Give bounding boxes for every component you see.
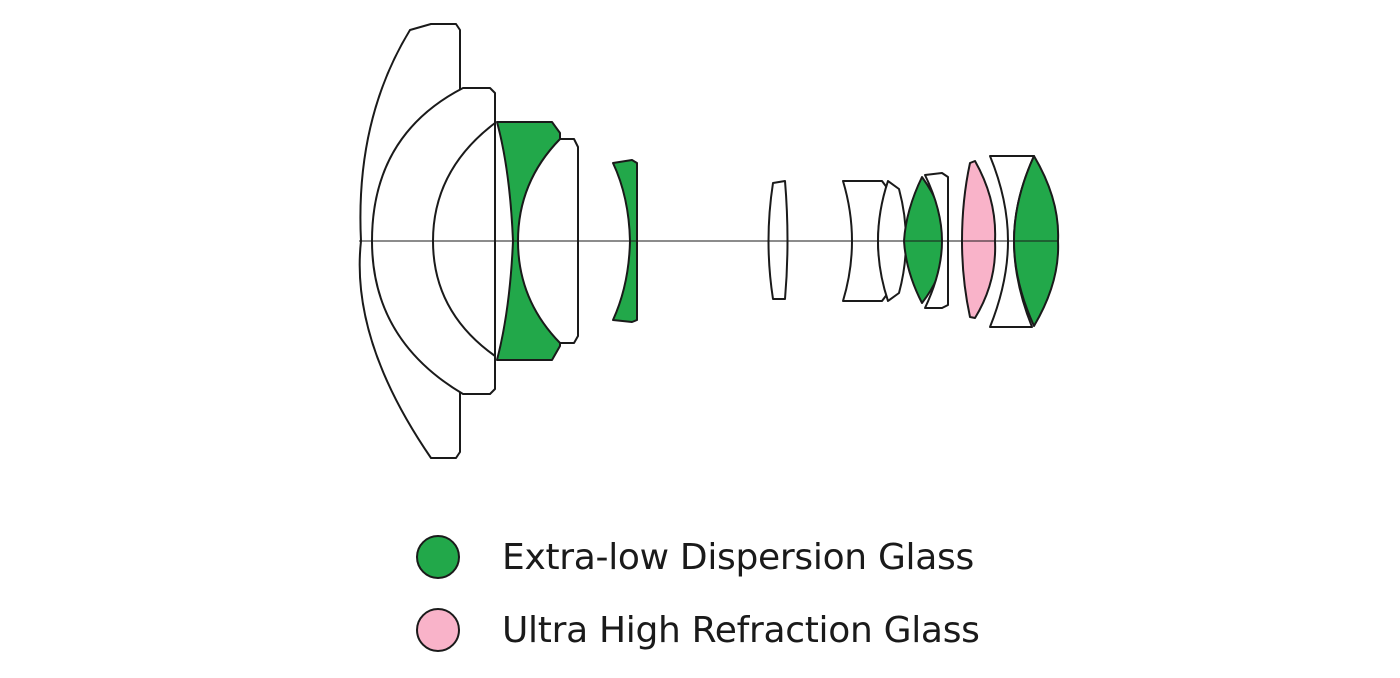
uhr-glass-swatch	[416, 608, 460, 652]
lens-element-11	[961, 160, 997, 319]
ed-glass-swatch	[416, 535, 460, 579]
lens-element-10	[924, 172, 949, 309]
legend-item-ed: Extra-low Dispersion Glass	[416, 533, 974, 581]
ed-glass-label: Extra-low Dispersion Glass	[502, 536, 974, 578]
uhr-glass-label: Ultra High Refraction Glass	[502, 609, 980, 651]
lens-element-6	[767, 180, 789, 300]
legend-item-uhr: Ultra High Refraction Glass	[416, 606, 980, 654]
lens-element-5	[612, 159, 638, 323]
